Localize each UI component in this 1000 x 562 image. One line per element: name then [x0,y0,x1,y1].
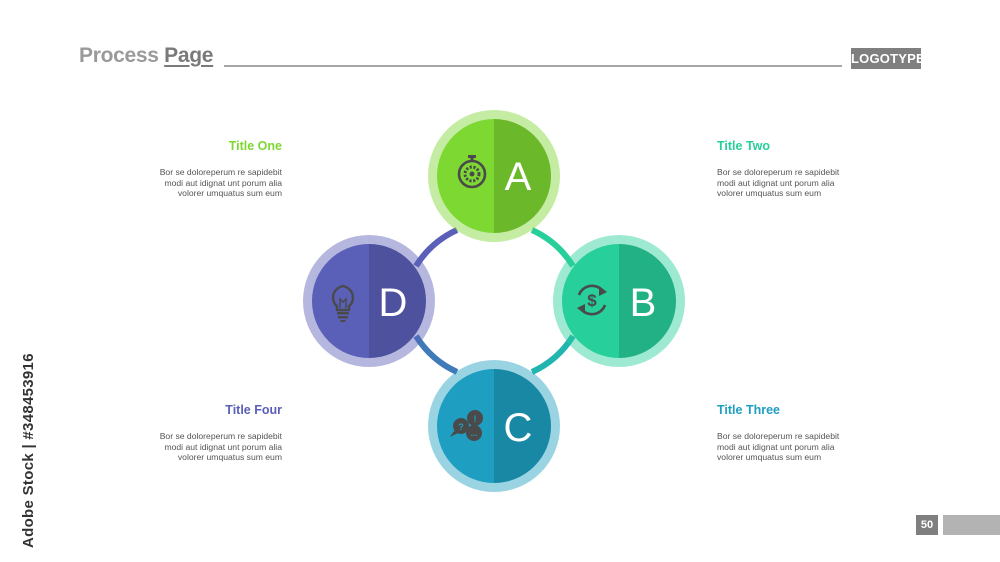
svg-text:$: $ [587,291,597,310]
body-line: volorer umquatus sum eum [717,452,822,463]
body-line: volorer umquatus sum eum [177,452,282,463]
block-title: Title One [228,139,282,153]
block-body: Bor se doloreperum re sapidebit modi aut… [717,431,917,463]
node-c: ? ! ... C [428,360,560,492]
node-b-circle [562,244,676,358]
svg-text:...: ... [471,429,478,438]
footer-bar [943,515,1000,535]
body-line: Bor se doloreperum re sapidebit [159,431,282,441]
side-credit: Adobe Stock | #348453916 [20,353,37,548]
node-d: D [303,235,435,367]
node-a-circle [437,119,551,233]
block-title: Title Three [717,403,780,417]
body-line: volorer umquatus sum eum [717,188,822,199]
body-line: Bor se doloreperum re sapidebit [159,167,282,177]
text-block-three: Title Three Bor se doloreperum re sapide… [717,403,917,463]
node-a-letter: A [505,155,532,199]
node-a: A [428,110,560,242]
body-line: modi aut idignat unt porum alia [164,441,282,452]
dollar-cycle-icon: $ [577,284,607,316]
header-divider [224,65,842,67]
ring-arc-a-b [530,227,576,268]
page-title: Process Page [79,44,213,68]
node-a-shade [494,119,551,233]
lightbulb-icon [331,284,355,322]
page-title-part1: Process [79,44,165,67]
node-b-letter: B [630,281,657,325]
logo: LOGOTYPE [851,48,925,69]
chat-bubbles-icon: ? ! ... [450,410,483,441]
node-b: $ B [553,235,685,367]
text-block-four: Title Four Bor se doloreperum re sapideb… [82,403,282,463]
node-d-circle [312,244,426,358]
text-block-two: Title Two Bor se doloreperum re sapidebi… [717,139,917,199]
svg-text:?: ? [458,422,464,432]
node-b-shade [619,244,676,358]
ring-arc-b-c [530,334,576,375]
body-line: modi aut idignat unt porum alia [717,177,835,188]
body-line: modi aut idignat unt porum alia [717,441,835,452]
body-line: volorer umquatus sum eum [177,188,282,199]
ring-arc-a-d [413,227,459,268]
ring-arc-c-d [413,334,459,375]
block-body: Bor se doloreperum re sapidebit modi aut… [82,431,282,463]
text-block-one: Title One Bor se doloreperum re sapidebi… [82,139,282,199]
page-number: 50 [916,515,938,535]
body-line: Bor se doloreperum re sapidebit [717,167,840,177]
body-line: modi aut idignat unt porum alia [164,177,282,188]
body-line: Bor se doloreperum re sapidebit [717,431,840,441]
node-d-letter: D [379,281,408,325]
block-title: Title Four [225,403,282,417]
node-d-shade [369,244,426,358]
node-c-shade [494,369,551,483]
node-c-circle [437,369,551,483]
svg-text:!: ! [474,414,477,424]
node-c-letter: C [504,406,533,450]
page-title-part2: Page [164,44,214,67]
block-body: Bor se doloreperum re sapidebit modi aut… [717,167,917,199]
block-title: Title Two [717,139,771,153]
block-body: Bor se doloreperum re sapidebit modi aut… [82,167,282,199]
stopwatch-gear-icon [457,155,487,189]
